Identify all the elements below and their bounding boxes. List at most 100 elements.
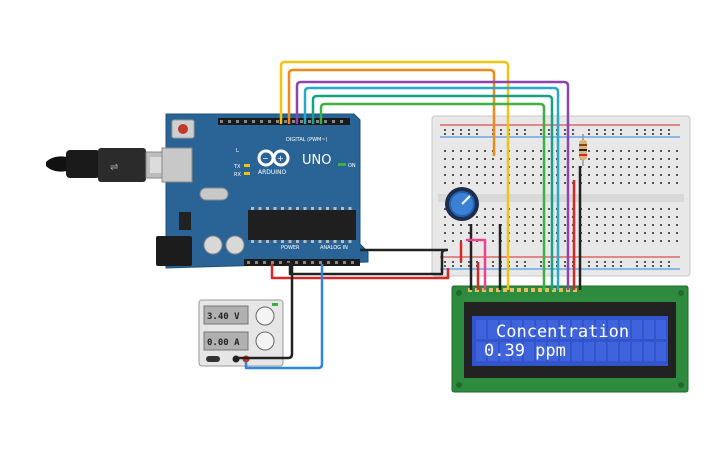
breadboard-hole xyxy=(652,129,654,131)
chip-pin xyxy=(341,240,344,243)
breadboard-hole xyxy=(524,150,526,152)
chip-pin xyxy=(296,240,299,243)
breadboard-hole xyxy=(668,232,670,234)
breadboard-hole xyxy=(460,224,462,226)
breadboard-hole xyxy=(596,166,598,168)
breadboard-hole xyxy=(524,265,526,267)
breadboard-hole xyxy=(652,166,654,168)
wire-yellow xyxy=(279,60,510,290)
breadboard-hole xyxy=(524,261,526,263)
potentiometer-icon[interactable] xyxy=(445,187,479,221)
power-supply: 3.40 V 0.00 A xyxy=(198,299,284,367)
breadboard-hole xyxy=(540,265,542,267)
breadboard-hole xyxy=(660,166,662,168)
breadboard-hole xyxy=(668,208,670,210)
breadboard-hole xyxy=(652,150,654,152)
breadboard-hole xyxy=(492,182,494,184)
voltage-knob[interactable] xyxy=(255,306,275,326)
analog-label: ANALOG IN xyxy=(320,245,348,251)
breadboard-hole xyxy=(444,224,446,226)
breadboard-hole xyxy=(572,174,574,176)
breadboard-hole xyxy=(620,240,622,242)
breadboard-hole xyxy=(620,265,622,267)
chip-pin xyxy=(326,240,329,243)
breadboard-hole xyxy=(516,240,518,242)
breadboard-hole xyxy=(476,174,478,176)
breadboard-hole xyxy=(588,224,590,226)
power-switch[interactable] xyxy=(206,356,220,362)
breadboard-hole xyxy=(628,150,630,152)
wire-black-psu xyxy=(236,262,294,360)
breadboard-hole xyxy=(444,208,446,210)
header-pin xyxy=(236,120,239,123)
header-pin xyxy=(279,261,282,264)
lcd-pin xyxy=(559,288,563,292)
current-knob[interactable] xyxy=(255,331,275,351)
header-pin xyxy=(260,120,263,123)
chip-pin xyxy=(296,207,299,210)
lcd-pin xyxy=(489,288,493,292)
breadboard-hole xyxy=(636,166,638,168)
breadboard-hole xyxy=(516,133,518,135)
header-pin xyxy=(284,120,287,123)
lcd-cell xyxy=(632,342,642,361)
breadboard-hole xyxy=(548,174,550,176)
header-pin xyxy=(252,120,255,123)
breadboard-hole xyxy=(548,129,550,131)
breadboard-hole xyxy=(476,150,478,152)
breadboard-hole xyxy=(524,208,526,210)
header-pin xyxy=(324,120,327,123)
breadboard-hole xyxy=(636,261,638,263)
breadboard-hole xyxy=(644,232,646,234)
breadboard-hole xyxy=(652,158,654,160)
lcd-pin xyxy=(503,288,507,292)
chip-pin xyxy=(341,207,344,210)
breadboard-hole xyxy=(604,208,606,210)
breadboard-hole xyxy=(668,166,670,168)
breadboard-hole xyxy=(604,240,606,242)
lcd-cell xyxy=(596,320,606,339)
header-pin xyxy=(327,261,330,264)
chip-pin xyxy=(348,240,352,243)
breadboard-hole xyxy=(596,174,598,176)
breadboard-hole xyxy=(460,174,462,176)
breadboard-hole xyxy=(668,133,670,135)
breadboard-hole xyxy=(548,265,550,267)
header-pin xyxy=(308,120,311,123)
breadboard-hole xyxy=(548,216,550,218)
breadboard-hole xyxy=(604,261,606,263)
header-pin xyxy=(287,261,290,264)
breadboard-hole xyxy=(596,261,598,263)
breadboard-hole xyxy=(476,158,478,160)
breadboard-hole xyxy=(492,158,494,160)
breadboard-hole xyxy=(540,240,542,242)
breadboard-hole xyxy=(660,129,662,131)
chip-pin xyxy=(281,207,284,210)
svg-text:⇌: ⇌ xyxy=(110,162,118,173)
breadboard-hole xyxy=(668,224,670,226)
breadboard-hole xyxy=(660,150,662,152)
breadboard-hole xyxy=(676,240,678,242)
breadboard-hole xyxy=(540,261,542,263)
breadboard-hole xyxy=(484,182,486,184)
breadboard-hole xyxy=(572,150,574,152)
breadboard-hole xyxy=(468,133,470,135)
breadboard-hole xyxy=(612,158,614,160)
header-pin xyxy=(300,120,303,123)
breadboard-hole xyxy=(668,240,670,242)
breadboard-hole xyxy=(444,129,446,131)
breadboard-hole xyxy=(444,265,446,267)
breadboard-hole xyxy=(652,265,654,267)
breadboard-hole xyxy=(644,240,646,242)
breadboard-hole xyxy=(444,216,446,218)
breadboard-hole xyxy=(548,182,550,184)
atmega-chip xyxy=(248,210,356,240)
breadboard-hole xyxy=(516,224,518,226)
chip-pin xyxy=(333,207,337,210)
lcd-cell xyxy=(476,342,486,361)
breadboard-hole xyxy=(668,129,670,131)
breadboard-hole xyxy=(604,174,606,176)
breadboard-hole xyxy=(660,174,662,176)
breadboard-hole xyxy=(604,133,606,135)
breadboard-hole xyxy=(476,166,478,168)
